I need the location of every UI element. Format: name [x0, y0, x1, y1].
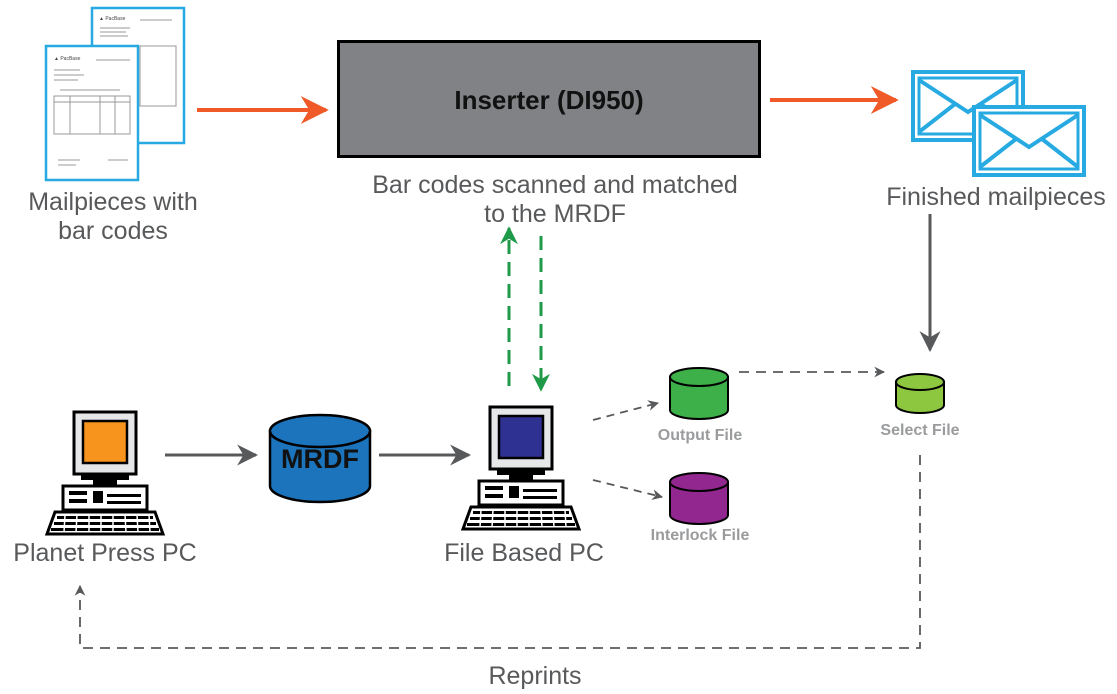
file-based-pc-label: File Based PC — [444, 539, 604, 567]
mrdf-label: MRDF — [281, 444, 359, 474]
mailpieces-label: Mailpieces with bar codes — [18, 188, 208, 246]
output-file-label: Output File — [657, 427, 743, 444]
interlock-file-label: Interlock File — [650, 527, 750, 544]
svg-text:▲ PacBase: ▲ PacBase — [99, 16, 126, 22]
mailpieces-label-line2: bar codes — [58, 217, 168, 245]
database-icon — [895, 373, 945, 414]
computer-icon — [45, 410, 165, 536]
database-icon — [669, 367, 729, 420]
inserter-title: Inserter (DI950) — [454, 85, 644, 115]
envelope-icon — [972, 105, 1086, 177]
planet-press-pc-label: Planet Press PC — [13, 539, 197, 567]
svg-text:▲ PacBase: ▲ PacBase — [54, 56, 81, 62]
finished-label: Finished mailpieces — [886, 183, 1106, 211]
scan-label-line1: Bar codes scanned and matched — [372, 171, 738, 199]
database-icon — [268, 413, 372, 504]
inserter-box: Inserter (DI950) — [337, 40, 761, 158]
mailpieces-label-line1: Mailpieces with — [28, 188, 198, 216]
select-file-label: Select File — [880, 422, 960, 439]
flow-arrow-to-output — [592, 400, 660, 421]
flow-arrow-to-interlock — [592, 479, 664, 500]
computer-icon — [461, 405, 581, 531]
reprints-label: Reprints — [488, 662, 582, 690]
reprints-loop-arrow — [74, 455, 921, 649]
scan-label-line2: to the MRDF — [484, 200, 626, 228]
scan-label: Bar codes scanned and matched to the MRD… — [340, 171, 770, 229]
database-icon — [669, 472, 729, 525]
document-icon: ▲ PacBase — [44, 44, 140, 182]
